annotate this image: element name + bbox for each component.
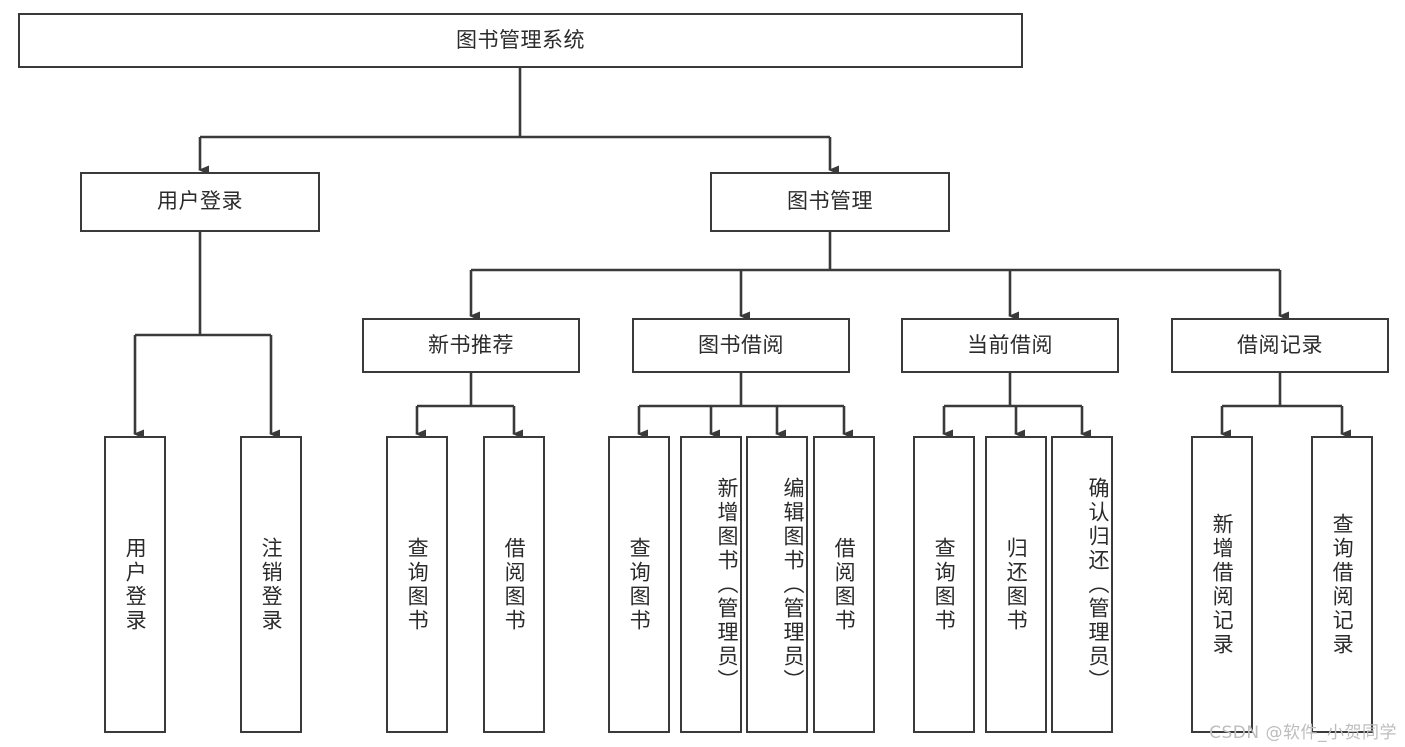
leaf-add-book-admin-label: 新增图书（管理员）	[715, 476, 739, 693]
node-user-login-label: 用户登录	[157, 189, 243, 214]
node-user-login[interactable]: 用户登录	[80, 172, 320, 232]
leaf-query-book-cb[interactable]: 查询图书	[913, 436, 975, 733]
leaf-logout-label: 注销登录	[259, 536, 284, 633]
leaf-query-borrow-record[interactable]: 查询借阅记录	[1311, 436, 1373, 733]
node-book-borrow-label: 图书借阅	[698, 332, 784, 357]
leaf-borrow-book-bb[interactable]: 借阅图书	[813, 436, 875, 733]
node-current-borrow-label: 当前借阅	[967, 332, 1053, 357]
leaf-add-borrow-record[interactable]: 新增借阅记录	[1191, 436, 1253, 733]
leaf-add-book-admin[interactable]: 新增图书（管理员）	[680, 436, 742, 733]
leaf-user-login-label: 用户登录	[123, 536, 148, 633]
leaf-query-book-nbr[interactable]: 查询图书	[386, 436, 448, 733]
leaf-return-book[interactable]: 归还图书	[985, 436, 1047, 733]
leaf-query-book-nbr-label: 查询图书	[405, 536, 430, 633]
node-root-label: 图书管理系统	[456, 27, 585, 52]
node-new-book-recommend-label: 新书推荐	[428, 332, 514, 357]
node-book-management-label: 图书管理	[787, 189, 873, 214]
leaf-confirm-return-admin[interactable]: 确认归还（管理员）	[1051, 436, 1113, 733]
leaf-query-book-cb-label: 查询图书	[932, 536, 957, 633]
node-book-borrow[interactable]: 图书借阅	[632, 318, 850, 373]
node-book-management[interactable]: 图书管理	[710, 172, 950, 232]
node-current-borrow[interactable]: 当前借阅	[901, 318, 1119, 373]
leaf-query-borrow-record-label: 查询借阅记录	[1330, 512, 1355, 657]
leaf-borrow-book-nbr[interactable]: 借阅图书	[483, 436, 545, 733]
leaf-query-book-bb-label: 查询图书	[627, 536, 652, 633]
node-new-book-recommend[interactable]: 新书推荐	[362, 318, 580, 373]
leaf-edit-book-admin[interactable]: 编辑图书（管理员）	[746, 436, 808, 733]
leaf-add-borrow-record-label: 新增借阅记录	[1210, 512, 1235, 657]
leaf-return-book-label: 归还图书	[1004, 536, 1029, 633]
node-borrow-record-label: 借阅记录	[1237, 332, 1323, 357]
leaf-user-login[interactable]: 用户登录	[104, 436, 166, 733]
leaf-logout[interactable]: 注销登录	[240, 436, 302, 733]
node-borrow-record[interactable]: 借阅记录	[1171, 318, 1389, 373]
leaf-confirm-return-admin-label: 确认归还（管理员）	[1086, 476, 1110, 693]
leaf-borrow-book-nbr-label: 借阅图书	[502, 536, 527, 633]
node-root[interactable]: 图书管理系统	[18, 13, 1023, 68]
leaf-borrow-book-bb-label: 借阅图书	[832, 536, 857, 633]
csdn-watermark: CSDN @软件_小贺同学	[1209, 723, 1397, 743]
leaf-edit-book-admin-label: 编辑图书（管理员）	[781, 476, 805, 693]
leaf-query-book-bb[interactable]: 查询图书	[608, 436, 670, 733]
